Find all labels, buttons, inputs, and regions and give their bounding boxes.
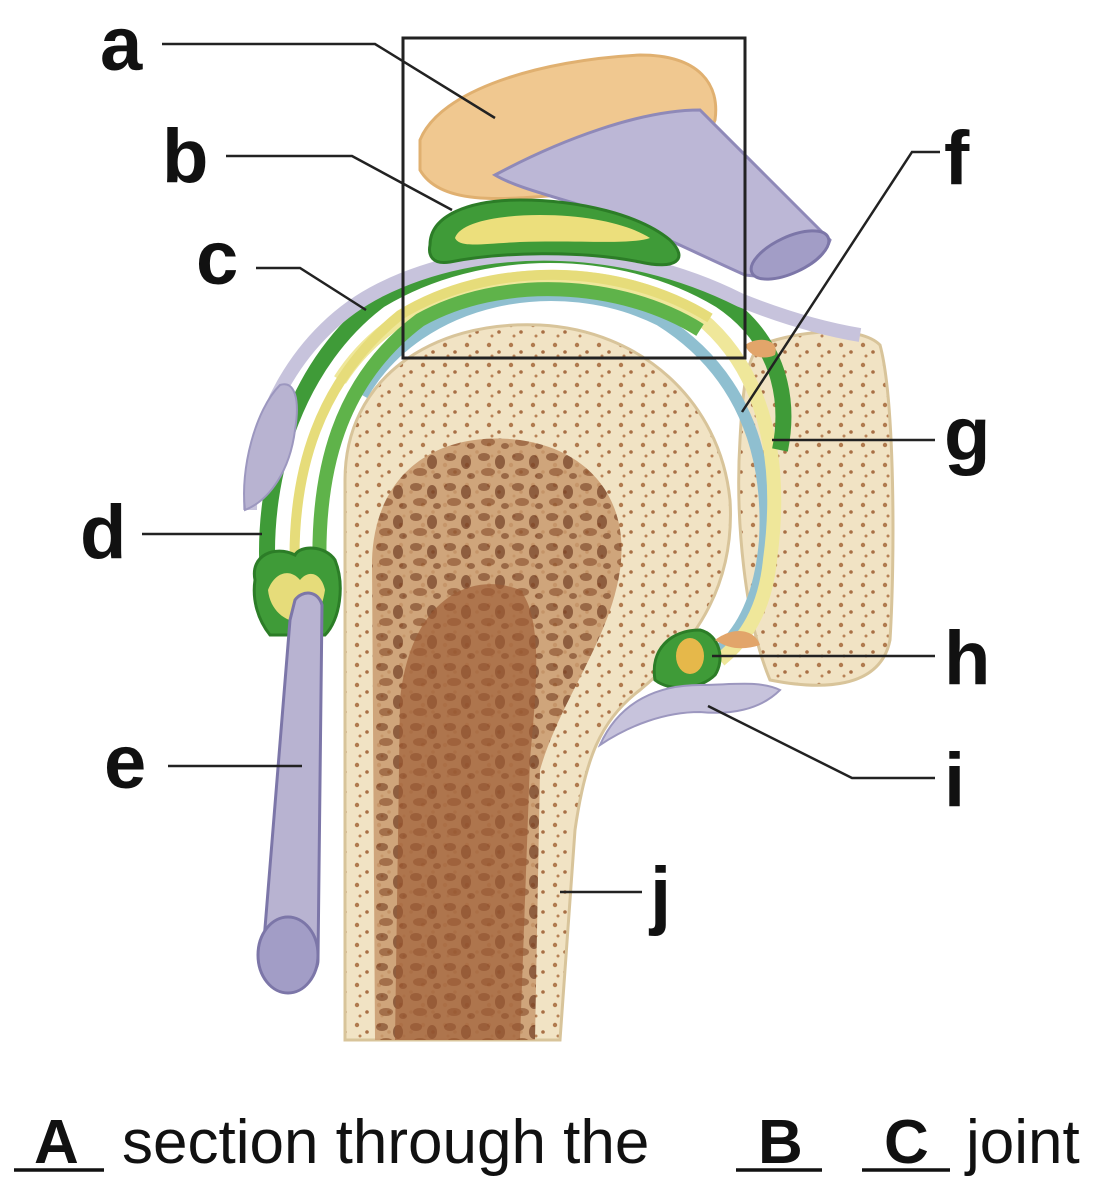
- glenohumeral-ligament-inferior: [597, 682, 782, 748]
- caption-blank-a: A: [34, 1108, 79, 1177]
- label-i: i: [944, 738, 965, 823]
- bursa-fluid: [455, 215, 650, 245]
- marrow-cavity: [395, 584, 537, 1040]
- capsule-yellow-band: [289, 269, 713, 581]
- caption-text-1: section through the: [122, 1108, 649, 1177]
- leader-i: [707, 704, 935, 780]
- biceps-tendon-end: [256, 915, 320, 995]
- caption-blank-c: C: [884, 1108, 929, 1177]
- label-d: d: [80, 490, 126, 575]
- leader-c: [256, 266, 367, 312]
- leader-a: [162, 42, 496, 120]
- leader-f: [740, 150, 940, 413]
- label-j: j: [648, 852, 671, 937]
- caption-blank-b: B: [758, 1108, 803, 1177]
- label-b: b: [162, 114, 208, 199]
- inset-box: [401, 36, 747, 360]
- label-c: c: [196, 216, 238, 301]
- label-a: a: [100, 2, 143, 87]
- glenoid-labrum: [715, 630, 760, 649]
- leader-b: [226, 154, 453, 212]
- label-g: g: [944, 392, 990, 477]
- joint-capsule-inner: [312, 282, 704, 581]
- label-e: e: [104, 720, 146, 805]
- label-f: f: [944, 116, 970, 201]
- inferior-recess-fluid: [676, 638, 704, 674]
- tendon-cut-end: [749, 229, 831, 281]
- ligament-patch: [243, 383, 298, 512]
- caption-text-2: joint: [964, 1108, 1080, 1177]
- subacromial-orange: [745, 339, 776, 358]
- articular-cartilage: [356, 289, 772, 666]
- label-h: h: [944, 616, 990, 701]
- caption: A section through the B C joint: [14, 1108, 1080, 1177]
